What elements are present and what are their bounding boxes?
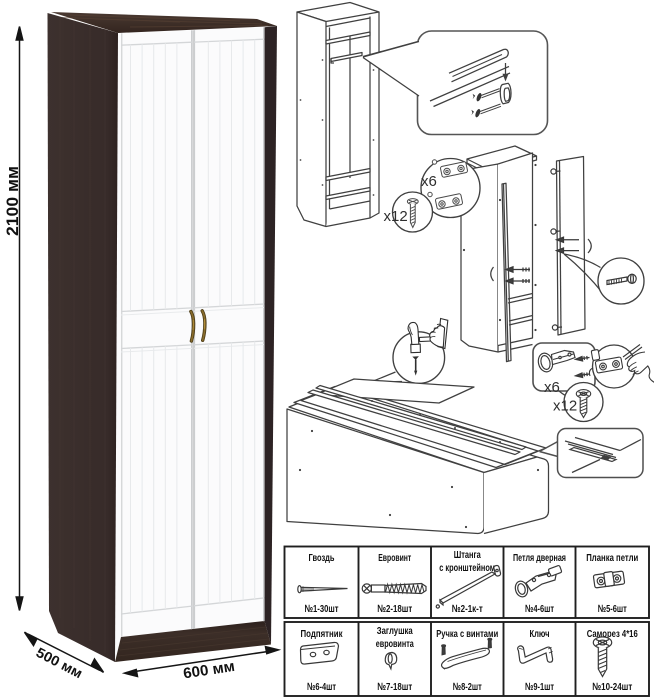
svg-text:x12: x12	[384, 208, 408, 225]
svg-text:№8-2шт: №8-2шт	[453, 681, 482, 693]
svg-text:№10-24шт: №10-24шт	[592, 681, 632, 693]
svg-text:Саморез 4*16: Саморез 4*16	[587, 628, 638, 640]
svg-text:Планка петли: Планка петли	[586, 552, 638, 564]
svg-text:x12: x12	[553, 398, 577, 415]
svg-text:№4-6шт: №4-6шт	[525, 603, 554, 615]
svg-text:600 мм: 600 мм	[182, 658, 236, 683]
svg-text:№6-4шт: №6-4шт	[307, 681, 336, 693]
svg-text:Заглушка: Заглушка	[377, 625, 413, 637]
svg-text:№1-30шт: №1-30шт	[305, 603, 339, 615]
svg-text:x6: x6	[544, 379, 560, 396]
svg-text:Гвоздь: Гвоздь	[309, 552, 335, 564]
svg-text:№2-18шт: №2-18шт	[377, 603, 412, 615]
svg-text:2100 мм: 2100 мм	[4, 166, 22, 236]
svg-text:Ручка с винтами: Ручка с винтами	[436, 628, 498, 640]
svg-text:№5-6шт: №5-6шт	[598, 603, 627, 615]
svg-text:Ключ: Ключ	[530, 628, 550, 640]
svg-text:№2-1к-т: №2-1к-т	[452, 603, 483, 615]
svg-text:Штанга: Штанга	[454, 549, 481, 561]
svg-text:с кронштейном: с кронштейном	[439, 562, 495, 574]
svg-text:Петля дверная: Петля дверная	[513, 552, 566, 564]
svg-text:евровинта: евровинта	[376, 638, 414, 650]
svg-text:Евровинт: Евровинт	[378, 552, 411, 564]
svg-text:№9-1шт: №9-1шт	[525, 681, 554, 693]
svg-text:№7-18шт: №7-18шт	[377, 681, 412, 693]
svg-text:x6: x6	[421, 173, 437, 190]
svg-text:Подпятник: Подпятник	[301, 628, 344, 640]
